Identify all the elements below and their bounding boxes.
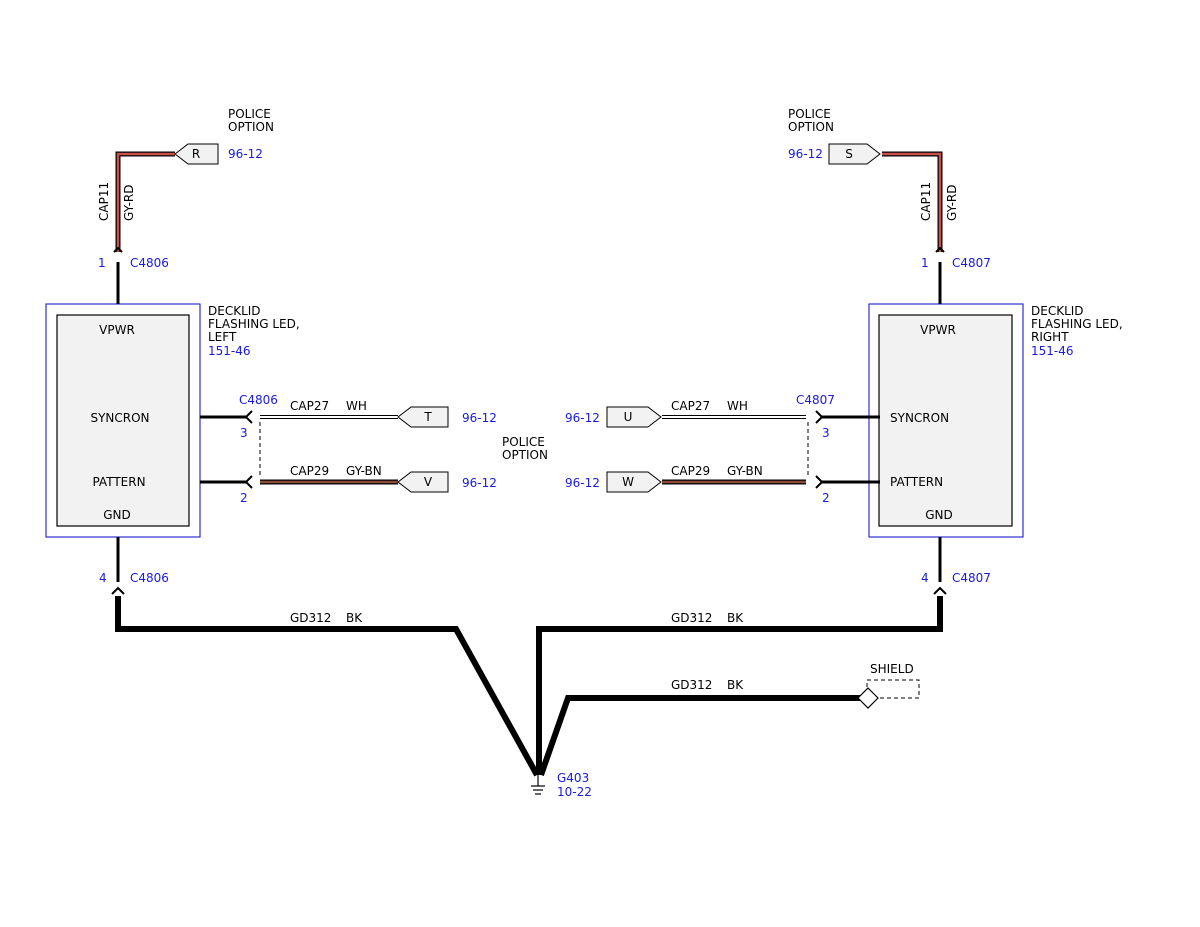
svg-text:U: U (624, 410, 633, 424)
shield-ground-color: BK (727, 678, 744, 692)
left-sync-ref[interactable]: 96-12 (462, 411, 497, 425)
right-pattern-wire (662, 475, 880, 489)
right-power-circuit: CAP11 (919, 182, 933, 221)
right-sync-tag-u[interactable]: U (606, 406, 662, 428)
left-vpwr-pin-label: VPWR (99, 323, 135, 337)
left-power-color: GY-RD (122, 184, 136, 221)
left-sync-wire (200, 410, 398, 424)
left-ground-pin: 4 (99, 571, 107, 585)
shield-label: SHIELD (870, 662, 914, 676)
right-sync-wire (662, 410, 880, 424)
left-sync-circuit: CAP27 (290, 399, 329, 413)
left-module[interactable]: VPWR SYNCRON PATTERN GND (45, 303, 201, 538)
left-ground-wire (111, 537, 540, 777)
shield-symbol[interactable] (857, 679, 920, 709)
right-gnd-pin-label: GND (925, 508, 953, 522)
left-sync-color: WH (346, 399, 367, 413)
right-ground-connector[interactable]: C4807 (952, 571, 991, 585)
left-sync-connector[interactable]: C4806 (239, 393, 278, 407)
left-ground-circuit: GD312 (290, 611, 331, 625)
right-syncron-pin-label: SYNCRON (890, 411, 949, 425)
left-gnd-pin-label: GND (103, 508, 131, 522)
left-pattern-wire (200, 475, 398, 489)
ground-point-id[interactable]: G403 (557, 771, 589, 785)
right-module-ref[interactable]: 151-46 (1031, 344, 1074, 358)
left-pattern-ref[interactable]: 96-12 (462, 476, 497, 490)
left-power-option-2: OPTION (228, 120, 274, 134)
left-module-ref[interactable]: 151-46 (208, 344, 251, 358)
left-sync-pin: 3 (240, 426, 248, 440)
right-ground-color: BK (727, 611, 744, 625)
right-power-option-2: OPTION (788, 120, 834, 134)
right-module-title-1: DECKLID (1031, 304, 1084, 318)
right-sync-ref[interactable]: 96-12 (565, 411, 600, 425)
svg-text:W: W (622, 475, 634, 489)
svg-text:S: S (845, 147, 853, 161)
left-power-wire (113, 151, 175, 304)
right-power-connector[interactable]: C4807 (952, 256, 991, 270)
right-module-title-2: FLASHING LED, (1031, 317, 1123, 331)
left-pattern-pin: 2 (240, 491, 248, 505)
left-module-title-3: LEFT (208, 330, 237, 344)
right-vpwr-pin-label: VPWR (920, 323, 956, 337)
shield-ground-wire (538, 695, 863, 776)
right-pattern-tag-w[interactable]: W (606, 471, 662, 493)
right-sync-circuit: CAP27 (671, 399, 710, 413)
left-pattern-color: GY-BN (346, 464, 382, 478)
ground-point-ref[interactable]: 10-22 (557, 785, 592, 799)
center-option-2: OPTION (502, 448, 548, 462)
left-pattern-circuit: CAP29 (290, 464, 329, 478)
right-pattern-color: GY-BN (727, 464, 763, 478)
right-power-tag-s[interactable]: S (828, 143, 881, 165)
right-ground-circuit: GD312 (671, 611, 712, 625)
ground-symbol-icon (531, 775, 545, 795)
shield-ground-circuit: GD312 (671, 678, 712, 692)
left-power-option-1: POLICE (228, 107, 271, 121)
svg-text:V: V (424, 475, 433, 489)
center-option-1: POLICE (502, 435, 545, 449)
left-power-circuit: CAP11 (97, 182, 111, 221)
right-pattern-circuit: CAP29 (671, 464, 710, 478)
right-ground-wire (536, 537, 947, 775)
right-power-pin: 1 (921, 256, 929, 270)
right-module-title-3: RIGHT (1031, 330, 1069, 344)
right-power-ref[interactable]: 96-12 (788, 147, 823, 161)
left-power-pin: 1 (98, 256, 106, 270)
right-power-color: GY-RD (945, 184, 959, 221)
right-module[interactable]: VPWR SYNCRON PATTERN GND (868, 303, 1024, 538)
left-ground-connector[interactable]: C4806 (130, 571, 169, 585)
right-ground-pin: 4 (921, 571, 929, 585)
svg-text:R: R (192, 147, 200, 161)
right-pattern-pin-label: PATTERN (890, 475, 943, 489)
svg-text:T: T (423, 410, 432, 424)
left-power-tag-r[interactable]: R (174, 143, 219, 165)
left-pattern-pin-label: PATTERN (92, 475, 145, 489)
right-sync-connector[interactable]: C4807 (796, 393, 835, 407)
left-power-ref[interactable]: 96-12 (228, 147, 263, 161)
right-sync-color: WH (727, 399, 748, 413)
left-syncron-pin-label: SYNCRON (90, 411, 149, 425)
right-pattern-pin: 2 (822, 491, 830, 505)
left-ground-color: BK (346, 611, 363, 625)
right-power-wire (882, 151, 945, 304)
left-power-connector[interactable]: C4806 (130, 256, 169, 270)
right-power-option-1: POLICE (788, 107, 831, 121)
right-sync-pin: 3 (822, 426, 830, 440)
left-module-title-2: FLASHING LED, (208, 317, 300, 331)
left-pattern-tag-v[interactable]: V (397, 471, 449, 493)
left-module-title-1: DECKLID (208, 304, 261, 318)
left-sync-tag-t[interactable]: T (397, 406, 449, 428)
right-pattern-ref[interactable]: 96-12 (565, 476, 600, 490)
